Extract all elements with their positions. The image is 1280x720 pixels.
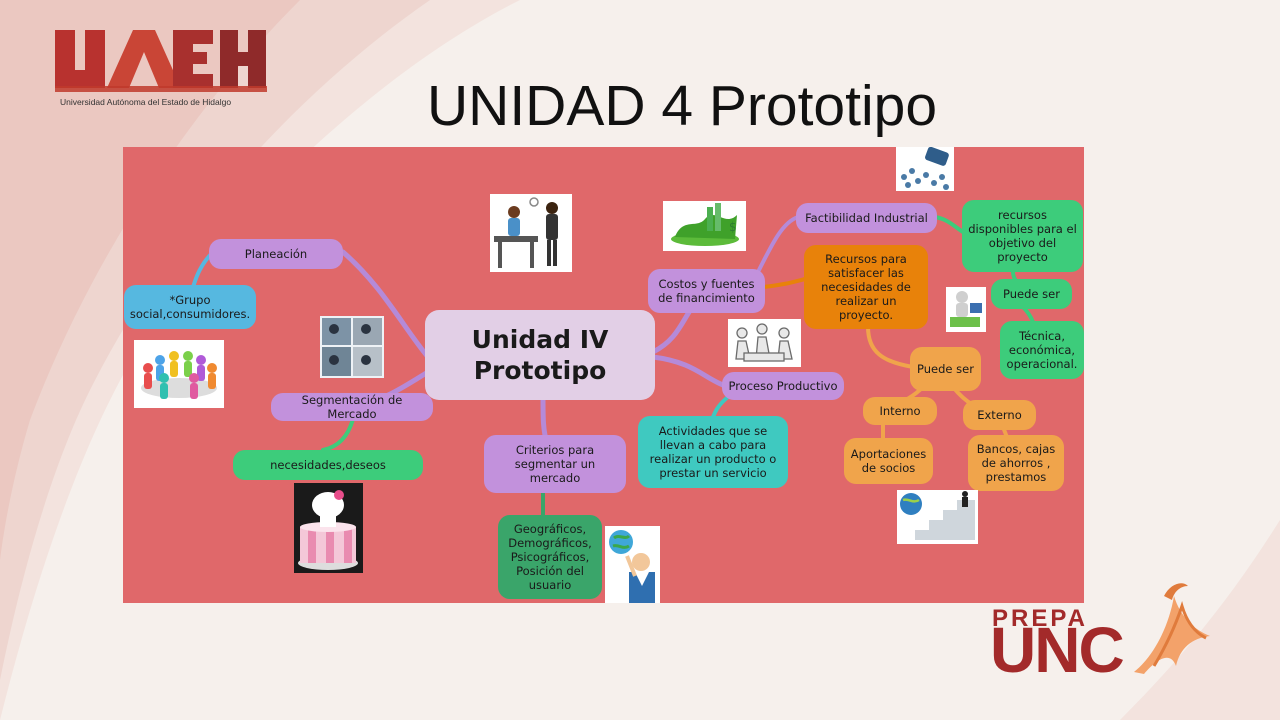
computer-user-image xyxy=(946,287,986,332)
node-segmentacion: Segmentación de Mercado xyxy=(271,393,433,421)
prepa-word: PREPA xyxy=(992,605,1088,632)
mindmap-panel: Unidad IV Prototipo Planeación *Grupo so… xyxy=(123,147,1084,603)
uaeh-caption: Universidad Autónoma del Estado de Hidal… xyxy=(60,97,232,107)
node-costos: Costos y fuentes de financimiento xyxy=(648,269,765,313)
node-bancos: Bancos, cajas de ahorros , prestamos xyxy=(968,435,1064,491)
node-tecnica: Técnica, económica, operacional. xyxy=(1000,321,1084,379)
team-work-image xyxy=(728,319,801,367)
people-circle-image xyxy=(134,340,224,408)
node-aportaciones: Aportaciones de socios xyxy=(844,438,933,484)
node-puede-ser-2: Puede ser xyxy=(910,347,981,391)
node-planeacion: Planeación xyxy=(209,239,343,269)
stairs-success-image xyxy=(897,490,978,544)
node-grupo: *Grupo social,consumidores. xyxy=(124,285,256,329)
svg-text:$: $ xyxy=(729,220,737,234)
businessman-globe-image xyxy=(605,526,660,603)
office-women-image xyxy=(490,194,572,272)
meeting-photo-image xyxy=(320,316,384,378)
central-node: Unidad IV Prototipo xyxy=(425,310,655,400)
node-factibilidad: Factibilidad Industrial xyxy=(796,203,937,233)
factory-robots-image xyxy=(896,147,954,191)
money-image: $ xyxy=(663,201,746,251)
unc-word: UNC xyxy=(990,614,1125,686)
node-necesidades: necesidades,deseos xyxy=(233,450,423,480)
uaeh-logo xyxy=(55,30,267,92)
node-interno: Interno xyxy=(863,397,937,425)
node-proceso: Proceso Productivo xyxy=(722,372,844,400)
prepa-unc-logo xyxy=(1134,583,1210,674)
node-externo: Externo xyxy=(963,400,1036,430)
node-geograficos: Geográficos, Demográficos, Psicográficos… xyxy=(498,515,602,599)
node-puede-ser-1: Puede ser xyxy=(991,279,1072,309)
slide-title: UNIDAD 4 Prototipo xyxy=(427,74,938,138)
cake-image xyxy=(294,483,363,573)
node-recursos-disponibles: recursos disponibles para el objetivo de… xyxy=(962,200,1083,272)
node-actividades: Actividades que se llevan a cabo para re… xyxy=(638,416,788,488)
node-criterios: Criterios para segmentar un mercado xyxy=(484,435,626,493)
node-recursos-para: Recursos para satisfacer las necesidades… xyxy=(804,245,928,329)
